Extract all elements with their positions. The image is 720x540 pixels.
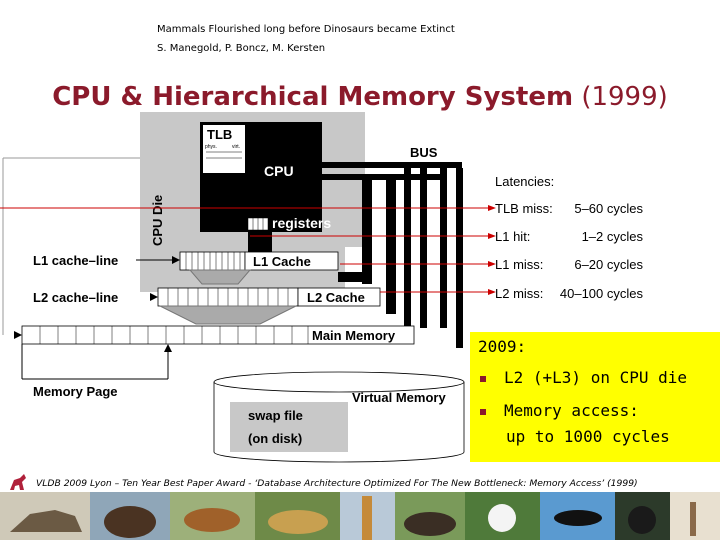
bus-vertical-2 xyxy=(386,174,396,314)
header-title: Mammals Flourished long before Dinosaurs… xyxy=(157,24,455,35)
l2-cache-box xyxy=(297,287,381,307)
swap-file-box xyxy=(230,402,348,452)
slide-title-year: (1999) xyxy=(581,82,668,112)
l2-cache-label: L2 Cache xyxy=(307,290,365,305)
main-memory-label: Main Memory xyxy=(312,328,396,343)
cpu-die-label: CPU Die xyxy=(150,195,165,246)
tlb-phys-label: phys. xyxy=(205,144,217,150)
bullet-square-icon xyxy=(480,408,486,415)
memory-page-label: Memory Page xyxy=(33,384,118,399)
latency-value-l2-miss: 40–100 cycles xyxy=(560,286,644,301)
arrow-memory-page xyxy=(164,344,172,352)
highlight-item-l2: L2 (+L3) on CPU die xyxy=(480,368,687,387)
bus-to-l1 xyxy=(338,272,372,282)
l1-to-l2-funnel xyxy=(188,269,252,285)
latencies-title: Latencies: xyxy=(495,174,554,189)
virtual-memory-label: Virtual Memory xyxy=(352,390,446,405)
highlight-box-2009 xyxy=(470,332,720,462)
tlb-box xyxy=(203,125,245,173)
arrow-l1-cache-line xyxy=(172,256,180,264)
latency-label-l1-miss: L1 miss: xyxy=(495,257,543,272)
latency-value-tlb: 5–60 cycles xyxy=(574,201,643,216)
l2-cache-line-label: L2 cache–line xyxy=(33,290,118,305)
bus-vertical-6 xyxy=(456,168,463,348)
tlb-virt-label: virt. xyxy=(232,144,240,150)
slide-title: CPU & Hierarchical Memory System (1999) xyxy=(0,82,720,112)
bullet-square-icon xyxy=(480,375,486,382)
bus-label: BUS xyxy=(410,145,438,160)
highlight-item-memory: Memory access: xyxy=(480,401,639,420)
registers-label: registers xyxy=(272,215,331,231)
footer-citation: VLDB 2009 Lyon – Ten Year Best Paper Awa… xyxy=(36,478,638,489)
bus-vertical-5 xyxy=(440,168,447,328)
l2-to-memory-funnel xyxy=(159,305,297,325)
bus-line-top xyxy=(322,162,462,168)
swap-file-label-1: swap file xyxy=(248,408,303,423)
arrow-l2-cache-line xyxy=(150,293,158,301)
l1-cache-line-label: L1 cache–line xyxy=(33,253,118,268)
highlight-heading: 2009: xyxy=(478,337,527,356)
dinosaur-logo-icon xyxy=(10,474,26,490)
slide-title-main: CPU & Hierarchical Memory System xyxy=(52,82,574,112)
latency-label-l1-hit: L1 hit: xyxy=(495,229,530,244)
l1-cache-label: L1 Cache xyxy=(253,254,311,269)
l1-cache-line-row xyxy=(179,251,246,271)
latency-label-l2-miss: L2 miss: xyxy=(495,286,543,301)
tlb-label: TLB xyxy=(207,127,232,142)
animal-photo-strip xyxy=(0,492,720,540)
bus-line-2 xyxy=(322,174,442,180)
swap-file-label-2: (on disk) xyxy=(248,431,302,446)
header-authors: S. Manegold, P. Boncz, M. Kersten xyxy=(157,43,326,54)
arrow-main-memory xyxy=(14,331,22,339)
latency-value-l1-miss: 6–20 cycles xyxy=(574,257,643,272)
latency-label-tlb: TLB miss: xyxy=(495,201,553,216)
register-connector xyxy=(248,232,272,252)
highlight-item-memory-cont: up to 1000 cycles xyxy=(506,427,670,446)
bus-vertical-4 xyxy=(420,168,427,328)
l1-cache-box xyxy=(244,251,339,271)
bus-vertical-1 xyxy=(362,174,372,284)
latency-value-l1-hit: 1–2 cycles xyxy=(582,229,644,244)
cpu-label: CPU xyxy=(264,163,294,179)
bus-vertical-3 xyxy=(404,168,411,328)
